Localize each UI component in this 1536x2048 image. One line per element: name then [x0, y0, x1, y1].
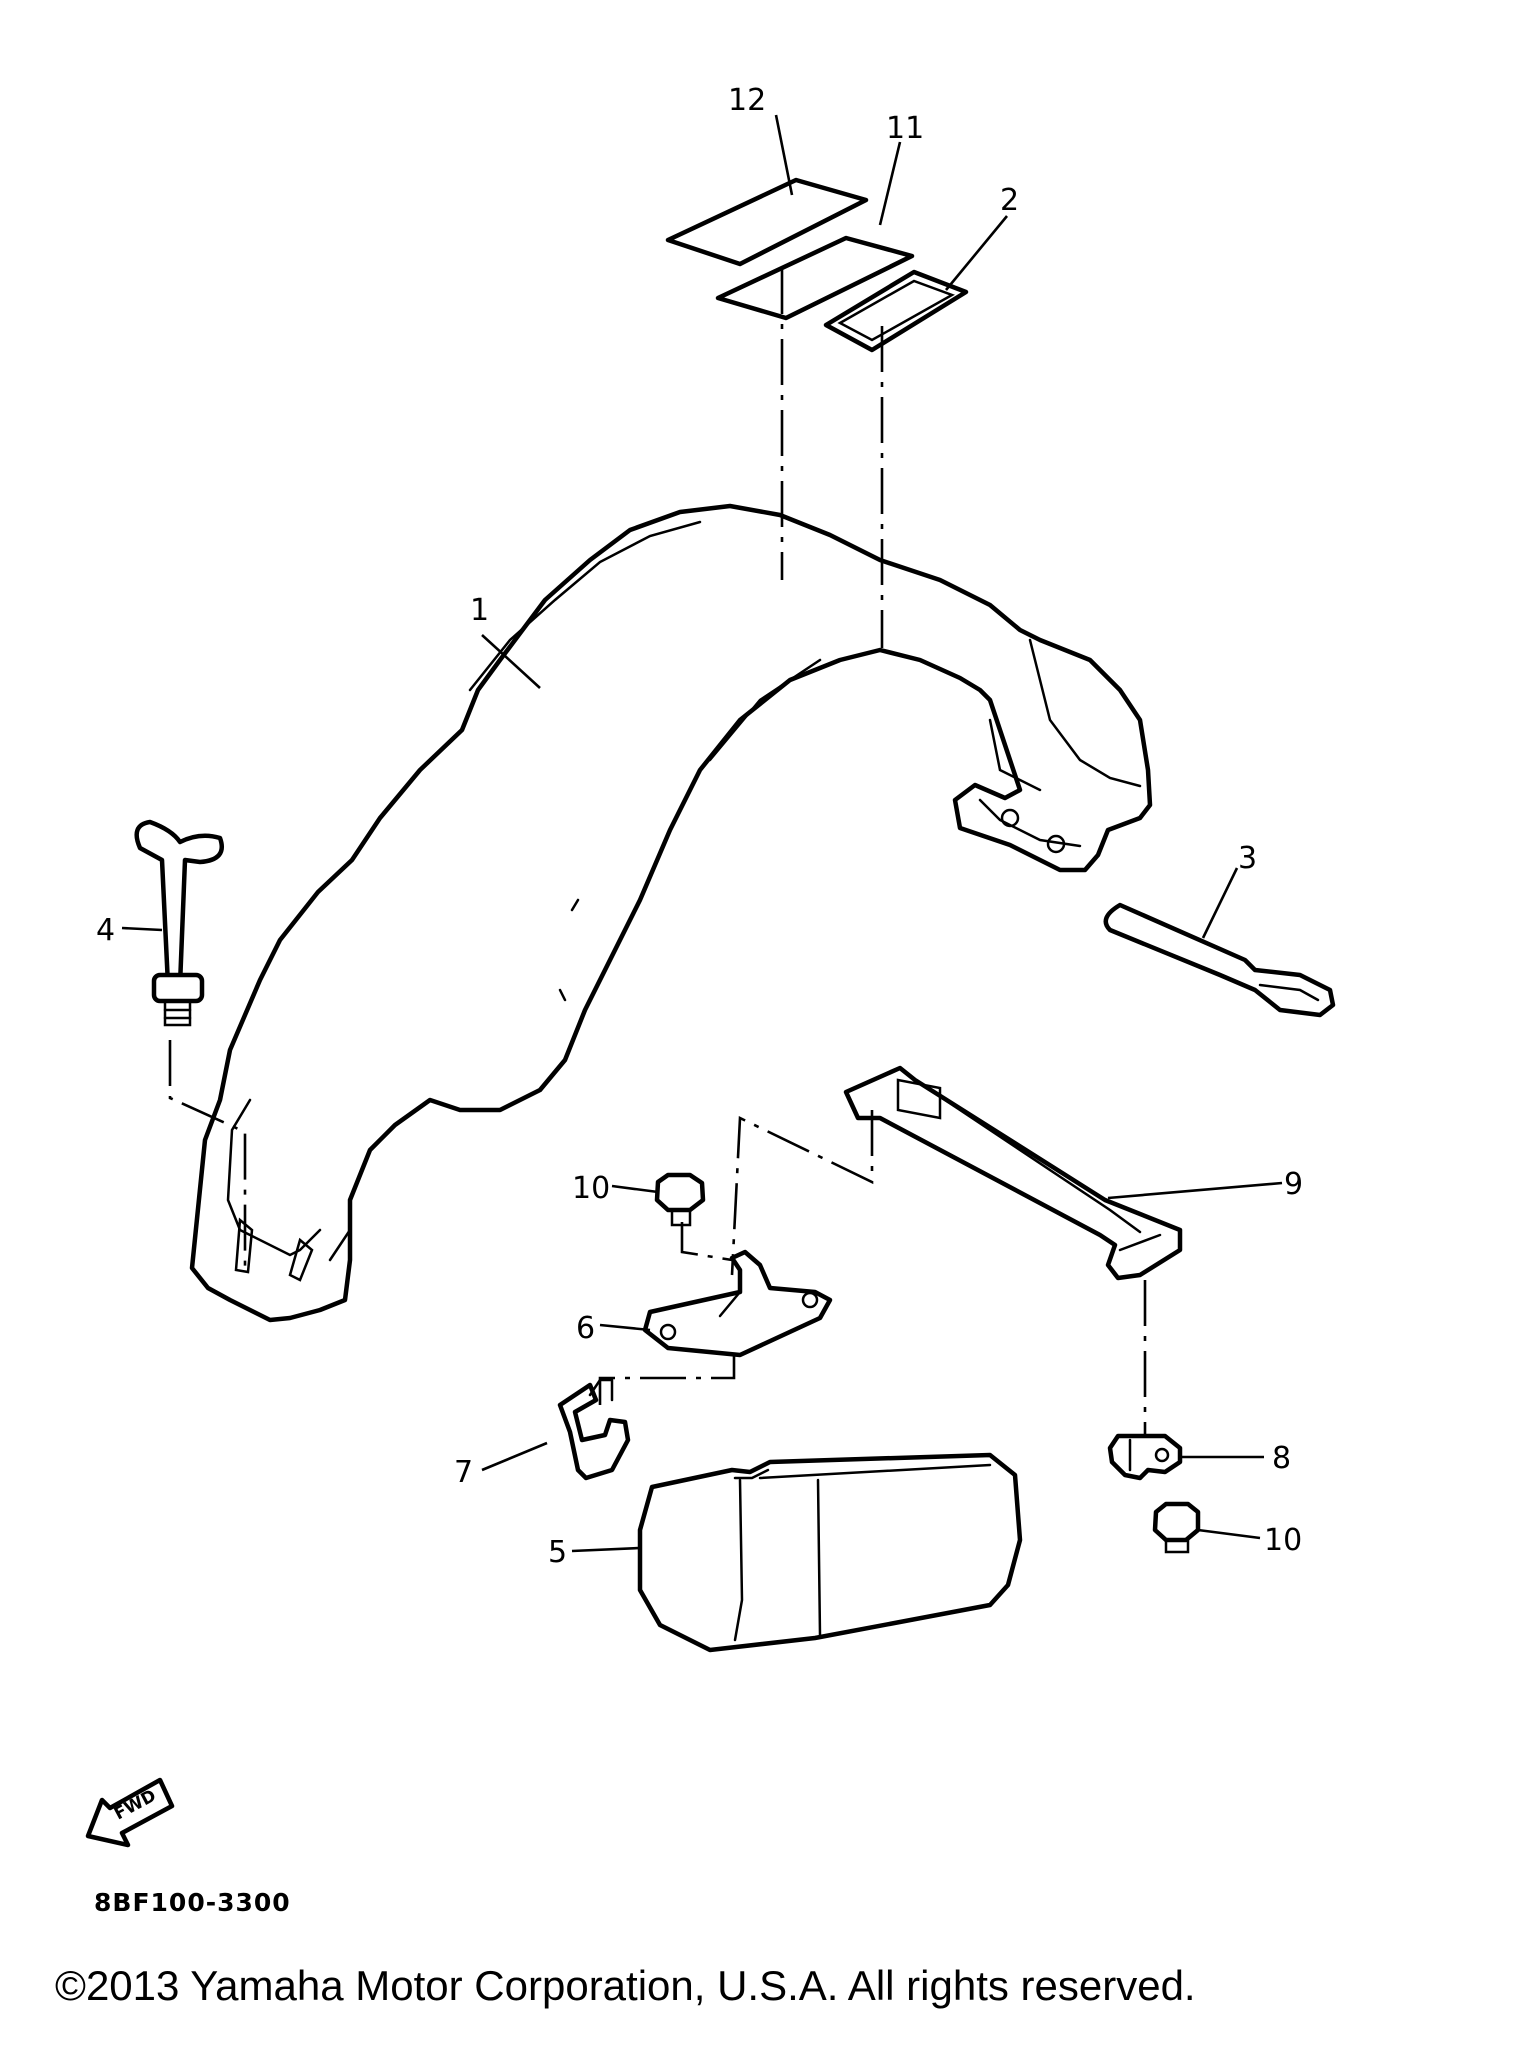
part-10-nut-upper — [654, 1172, 706, 1227]
part-9-stay — [843, 1065, 1183, 1281]
callout-2: 2 — [1000, 183, 1019, 218]
callout-5: 5 — [548, 1535, 567, 1570]
callout-7: 7 — [454, 1455, 473, 1490]
part-2-label-plate — [823, 269, 969, 353]
copyright-notice: ©2013 Yamaha Motor Corporation, U.S.A. A… — [55, 1962, 1196, 2009]
part-12-label-plate — [665, 177, 869, 267]
part-11-label-plate — [715, 235, 915, 321]
fwd-arrow-icon: FWD — [85, 1777, 175, 1848]
part-10-nut-lower — [1152, 1501, 1201, 1554]
part-4-wing-bolt — [134, 819, 224, 1027]
callout-4: 4 — [96, 913, 115, 948]
callout-6: 6 — [576, 1311, 595, 1346]
callout-10-lower: 10 — [1264, 1523, 1302, 1558]
callout-9: 9 — [1284, 1167, 1303, 1202]
part-3-rod — [1103, 902, 1336, 1018]
part-6-bracket — [642, 1249, 833, 1358]
part-5-box — [637, 1452, 1023, 1653]
assembly-lines — [168, 268, 1147, 1436]
callout-10-upper: 10 — [572, 1171, 610, 1206]
callout-numbers: 12 11 2 1 3 4 9 10 6 8 7 5 10 — [96, 83, 1303, 1570]
part-7-clamp — [557, 1378, 631, 1481]
callout-1: 1 — [470, 593, 489, 628]
callout-12: 12 — [728, 83, 766, 118]
diagram-reference-code: 8BF100-3300 — [94, 1888, 291, 1917]
part-1-fender — [189, 503, 1153, 1323]
callout-8: 8 — [1272, 1441, 1291, 1476]
callout-3: 3 — [1238, 841, 1257, 876]
callout-11: 11 — [886, 111, 924, 146]
part-8-clip — [1107, 1433, 1183, 1481]
